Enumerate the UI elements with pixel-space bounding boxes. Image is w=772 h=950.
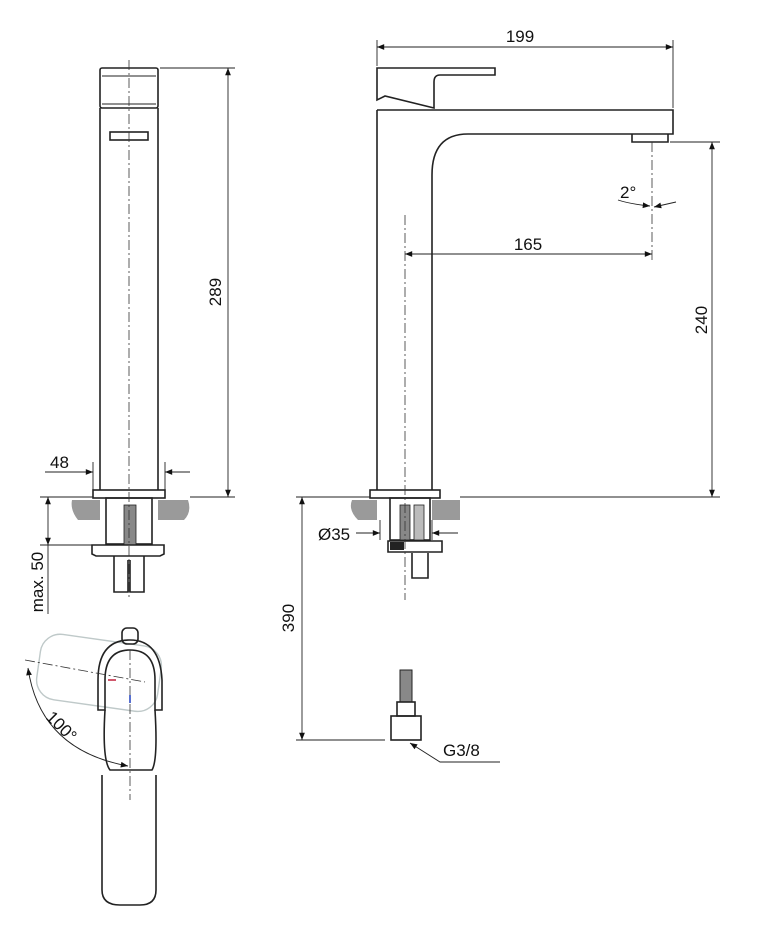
dim-165: 165 [514, 235, 542, 254]
dim-100-degree: 100° [42, 707, 80, 745]
dim-240: 240 [692, 306, 711, 334]
dim-390: 390 [279, 604, 298, 632]
dim-g3-8: G3/8 [443, 741, 480, 760]
dim-48: 48 [50, 453, 69, 472]
dim-diameter-35: Ø35 [318, 525, 350, 544]
front-view: 289 48 max. 50 [28, 60, 235, 614]
dim-289: 289 [206, 278, 225, 306]
dim-2-degree: 2° [620, 183, 636, 202]
side-view: 199 165 2° 240 Ø35 390 G3/8 [279, 27, 720, 763]
top-view: 100° [24, 627, 163, 906]
dim-199: 199 [506, 27, 534, 46]
dim-max-50: max. 50 [28, 552, 47, 612]
